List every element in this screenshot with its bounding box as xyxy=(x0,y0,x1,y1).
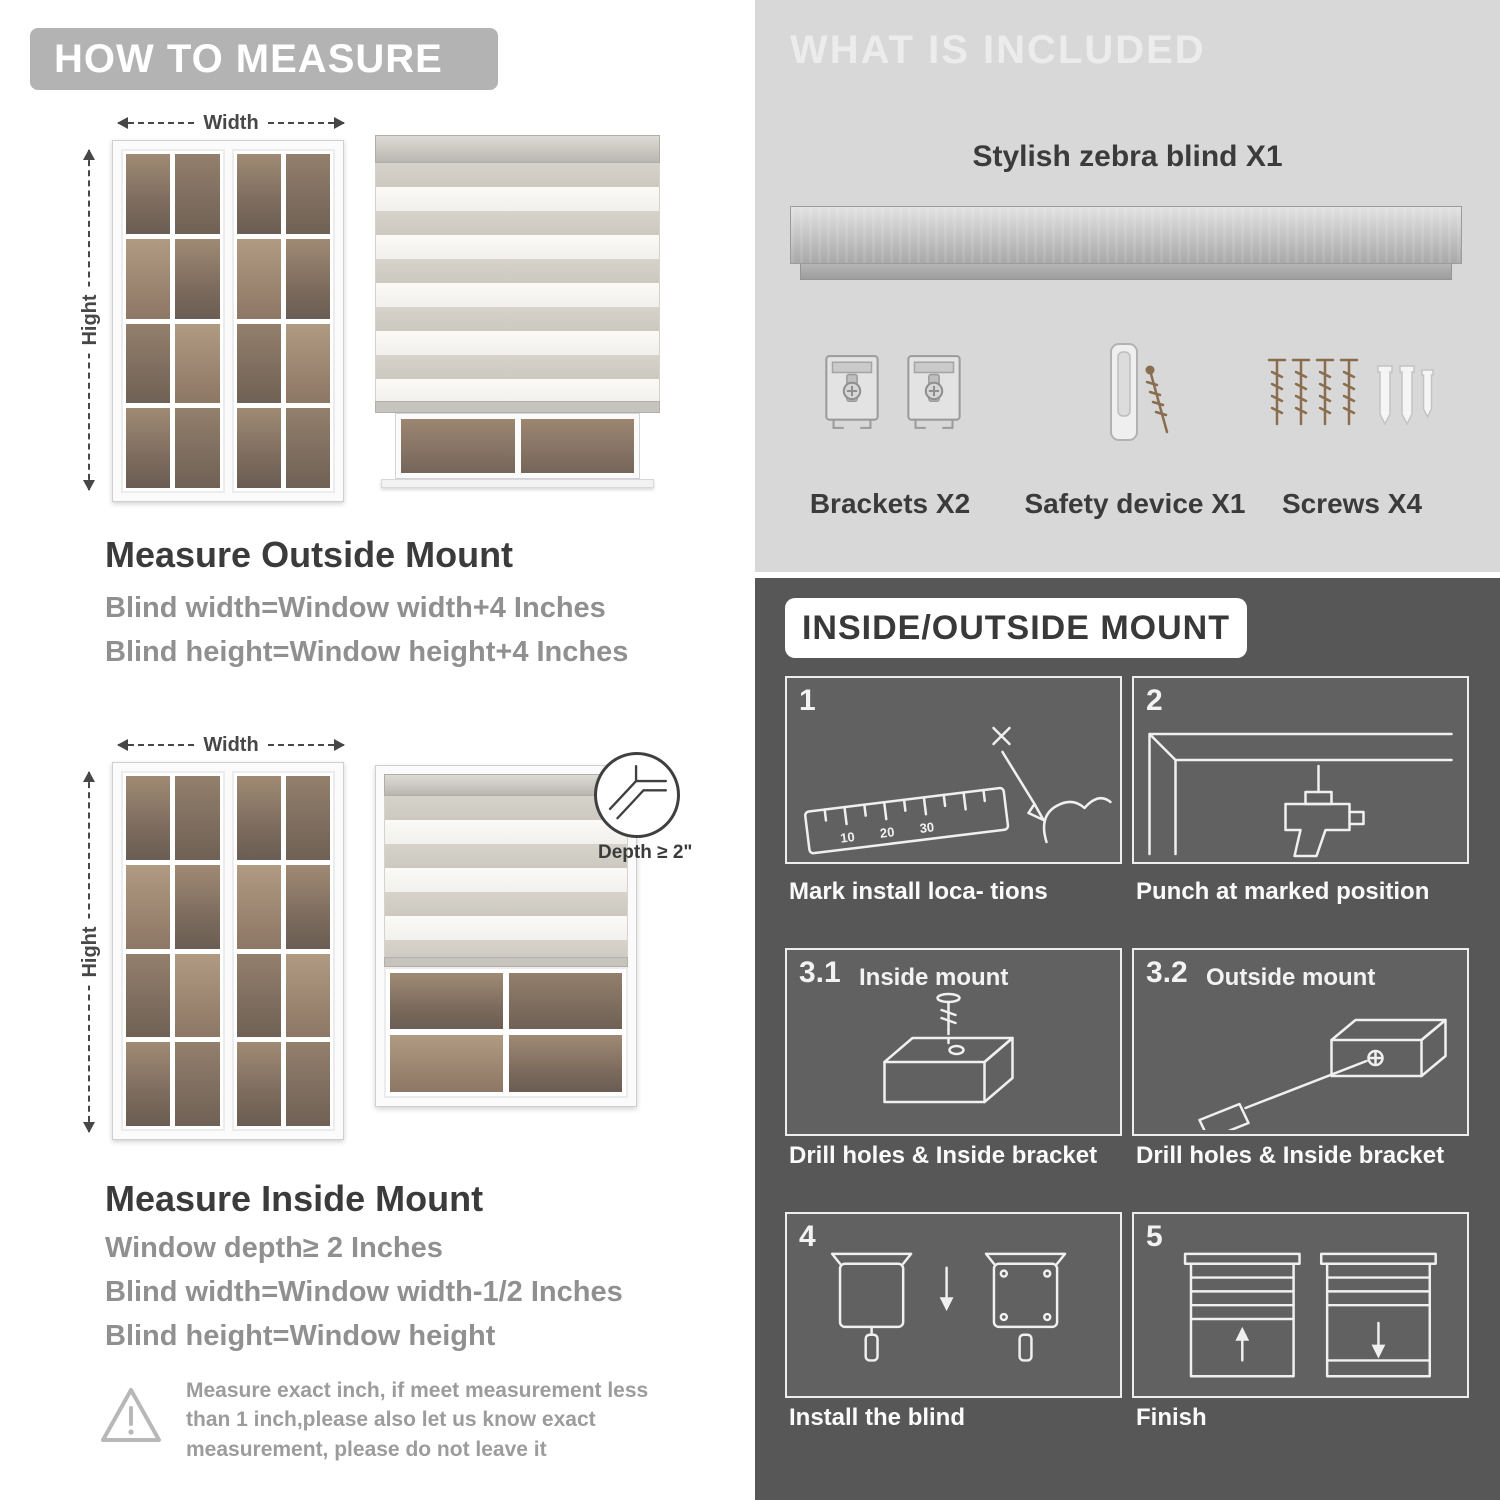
inside-mount-line-3: Blind height=Window height xyxy=(105,1320,496,1352)
step-number: 5 xyxy=(1146,1220,1163,1253)
depth-detail-circle xyxy=(594,752,680,838)
blind-bottom-bar xyxy=(384,956,628,967)
step-panel-1: 1 10 20 30 xyxy=(785,676,1122,864)
inside-height-arrow: Hight xyxy=(78,771,102,1133)
inside-outside-mount-header: INSIDE/OUTSIDE MOUNT xyxy=(785,598,1247,658)
outside-mount-line-1: Blind width=Window width+4 Inches xyxy=(105,592,606,624)
headrail-illustration xyxy=(790,206,1462,280)
step-panel-5: 5 xyxy=(1132,1212,1469,1398)
zebra-stripes xyxy=(384,796,628,957)
step-panel-2: 2 xyxy=(1132,676,1469,864)
screws-label: Screws X4 xyxy=(1281,488,1423,519)
window-sash-right xyxy=(231,149,335,493)
step-number: 4 xyxy=(799,1220,816,1253)
zebra-stripes xyxy=(375,163,660,401)
outside-width-label: Width xyxy=(194,111,268,135)
blind-headrail xyxy=(375,135,660,163)
blind-headrail xyxy=(384,774,628,796)
window-sash-right xyxy=(231,771,335,1131)
outside-width-arrow: Width xyxy=(117,111,345,135)
step-caption-1: Mark install loca- tions xyxy=(789,878,1048,905)
window-below-blind xyxy=(395,413,640,479)
safety-device-label: Safety device X1 xyxy=(1024,488,1246,519)
step-caption-3-2: Drill holes & Inside bracket xyxy=(1136,1142,1445,1169)
step-number: 2 xyxy=(1146,684,1163,717)
outside-mount-line-2: Blind height=Window height+4 Inches xyxy=(105,636,629,668)
measure-note: Measure exact inch, if meet measurement … xyxy=(186,1379,649,1461)
step-inner-label: Inside mount xyxy=(859,964,1009,991)
outside-mount-title: Measure Outside Mount xyxy=(105,534,514,575)
brackets-label: Brackets X2 xyxy=(809,488,971,519)
svg-text:10: 10 xyxy=(839,829,855,846)
window-sash-left xyxy=(121,149,225,493)
blind-bottom-bar xyxy=(375,401,660,413)
step-panel-4: 4 xyxy=(785,1212,1122,1398)
outside-height-label: Hight xyxy=(78,286,102,354)
how-to-measure-header: HOW TO MEASURE xyxy=(30,28,498,90)
step-number: 3.2 xyxy=(1146,956,1188,989)
step-caption-2: Punch at marked position xyxy=(1136,878,1430,905)
inside-mount-title: Measure Inside Mount xyxy=(105,1178,484,1219)
step-caption-3-1: Drill holes & Inside bracket xyxy=(789,1142,1098,1169)
inside-mount-line-2: Blind width=Window width-1/2 Inches xyxy=(105,1276,623,1308)
window-lower-panes xyxy=(384,966,628,1098)
outside-blind-illustration xyxy=(375,135,660,488)
inside-blind-illustration xyxy=(375,765,637,1107)
svg-text:30: 30 xyxy=(919,819,935,836)
screws-icon xyxy=(1262,352,1442,449)
step-caption-5: Finish xyxy=(1136,1404,1207,1431)
included-section xyxy=(755,0,1500,572)
outside-window-illustration xyxy=(112,140,344,502)
step-caption-4: Install the blind xyxy=(789,1404,966,1431)
step-number: 1 xyxy=(799,684,816,717)
svg-text:20: 20 xyxy=(879,824,895,841)
inside-width-label: Width xyxy=(194,733,268,757)
window-sill xyxy=(381,479,654,488)
inside-width-arrow: Width xyxy=(117,733,345,757)
inside-height-label: Hight xyxy=(78,918,102,986)
brackets-icon xyxy=(820,352,966,432)
step-inner-label: Outside mount xyxy=(1206,964,1376,991)
warning-triangle-icon xyxy=(98,1384,164,1451)
step-panel-3-2: 3.2 Outside mount xyxy=(1132,948,1469,1136)
outside-height-arrow: Hight xyxy=(78,149,102,491)
step-number: 3.1 xyxy=(799,956,841,989)
safety-device-icon xyxy=(1085,340,1185,461)
window-sash-left xyxy=(121,771,225,1131)
inside-mount-line-1: Window depth≥ 2 Inches xyxy=(105,1232,443,1264)
included-blind-label: Stylish zebra blind X1 xyxy=(972,140,1283,173)
step-panel-3-1: 3.1 Inside mount xyxy=(785,948,1122,1136)
depth-label: Depth ≥ 2" xyxy=(598,842,693,863)
inside-window-illustration xyxy=(112,762,344,1140)
what-is-included-header: WHAT IS INCLUDED xyxy=(790,28,1206,72)
